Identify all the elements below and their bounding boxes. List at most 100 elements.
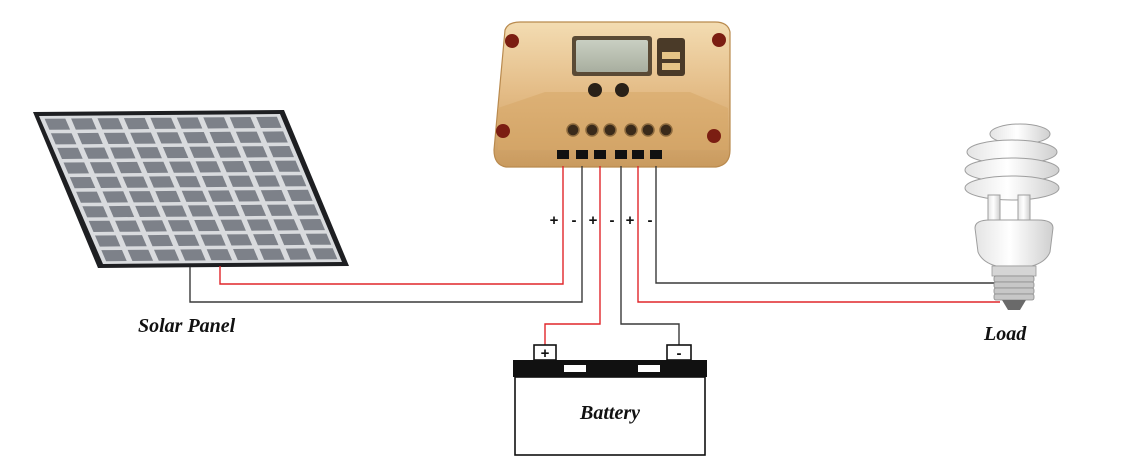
solar-cell — [123, 117, 150, 130]
terminal-label-6: - — [648, 212, 653, 229]
solar-cell — [279, 233, 305, 246]
solar-cell — [69, 177, 96, 189]
battery-vent-left — [564, 365, 586, 372]
battery-positive-wire — [544, 166, 601, 345]
solar-cell — [228, 175, 254, 187]
load-bulb — [964, 123, 1060, 310]
set-button — [615, 83, 629, 97]
solar-cell — [299, 219, 325, 231]
mount-hole-bottom-left — [496, 124, 510, 138]
bulb-neck — [991, 265, 1037, 277]
solar-cell — [89, 162, 116, 174]
solar-cell — [57, 147, 83, 159]
solar-cell — [176, 117, 203, 129]
solar-cell — [50, 133, 77, 145]
solar-cell — [97, 118, 123, 130]
solar-cell — [256, 116, 282, 128]
battery-vent-right — [638, 365, 660, 372]
terminal-label-1: + — [550, 212, 559, 229]
mount-hole-top-left — [505, 34, 519, 48]
solar-negative-wire — [189, 166, 583, 303]
solar-cell — [203, 117, 229, 129]
solar-cells — [44, 116, 338, 262]
solar-cell — [102, 191, 128, 203]
terminal-label-3: + — [589, 212, 598, 229]
solar-cell — [141, 220, 167, 232]
solar-cell — [122, 176, 149, 188]
terminal-screw — [566, 123, 580, 137]
solar-cell — [174, 234, 200, 246]
solar-cell — [128, 191, 155, 203]
solar-cell — [142, 161, 169, 173]
solar-cell — [208, 190, 234, 202]
solar-cell — [183, 132, 209, 144]
solar-cell — [63, 162, 89, 174]
solar-cell — [189, 146, 215, 158]
battery: + - Battery — [513, 344, 707, 456]
terminal-screw — [624, 123, 638, 137]
battery-positive-sign: + — [541, 345, 550, 362]
solar-cell — [254, 175, 280, 187]
solar-cell — [156, 132, 183, 144]
solar-cell — [312, 248, 338, 260]
solar-cell — [155, 190, 181, 203]
solar-cell — [127, 249, 154, 261]
solar-panel — [33, 110, 349, 268]
solar-cell — [226, 234, 253, 246]
solar-cell — [246, 219, 273, 231]
bulb-screw-base — [993, 275, 1035, 301]
solar-cell — [234, 190, 260, 202]
solar-cell — [285, 248, 312, 260]
terminal-slot — [576, 150, 588, 159]
solar-cell — [287, 189, 313, 201]
solar-positive-wire — [219, 166, 564, 285]
terminal-slot — [632, 150, 644, 159]
terminal-slots — [557, 150, 662, 159]
solar-cell — [240, 204, 267, 217]
solar-cell — [267, 204, 293, 216]
solar-cell — [88, 220, 115, 232]
solar-cell — [135, 205, 161, 217]
solar-cell — [215, 146, 242, 158]
battery-label: Battery — [579, 402, 640, 424]
solar-panel-label: Solar Panel — [138, 315, 236, 337]
solar-cell — [169, 161, 195, 173]
solar-cell — [167, 220, 194, 232]
usb-port-1 — [662, 52, 680, 59]
terminal-screw — [659, 123, 673, 137]
mount-hole-top-right — [712, 33, 726, 47]
load-negative-wire — [655, 166, 1000, 284]
solar-cell — [274, 160, 301, 172]
terminal-polarity-labels: + - + - + - — [550, 212, 653, 229]
solar-cell — [209, 131, 235, 144]
solar-cell — [248, 160, 274, 173]
terminal-screw — [603, 123, 617, 137]
controller-lower-panel — [498, 92, 728, 150]
solar-cell — [71, 118, 97, 130]
solar-cell — [147, 234, 174, 247]
battery-body — [514, 376, 706, 456]
terminal-slot — [615, 150, 627, 159]
solar-cell — [220, 219, 246, 231]
solar-cell — [187, 205, 214, 217]
solar-cell — [201, 175, 228, 188]
solar-cell — [149, 176, 175, 188]
solar-cell — [82, 206, 108, 218]
solar-cell — [44, 118, 71, 130]
solar-cell — [161, 205, 187, 217]
solar-cell — [136, 147, 162, 159]
solar-cell — [83, 147, 110, 159]
solar-cell — [96, 176, 122, 188]
terminal-slot — [650, 150, 662, 159]
terminal-label-4: - — [610, 212, 615, 229]
battery-top — [513, 360, 707, 377]
terminal-label-5: + — [626, 212, 635, 229]
bulb-spiral — [964, 123, 1060, 224]
solar-cell — [229, 117, 256, 129]
charge-controller — [493, 21, 731, 168]
solar-cell — [162, 146, 189, 159]
battery-negative-wire — [620, 166, 680, 345]
solar-cell — [121, 235, 147, 247]
solar-cell — [110, 147, 136, 159]
solar-cell — [150, 117, 176, 129]
